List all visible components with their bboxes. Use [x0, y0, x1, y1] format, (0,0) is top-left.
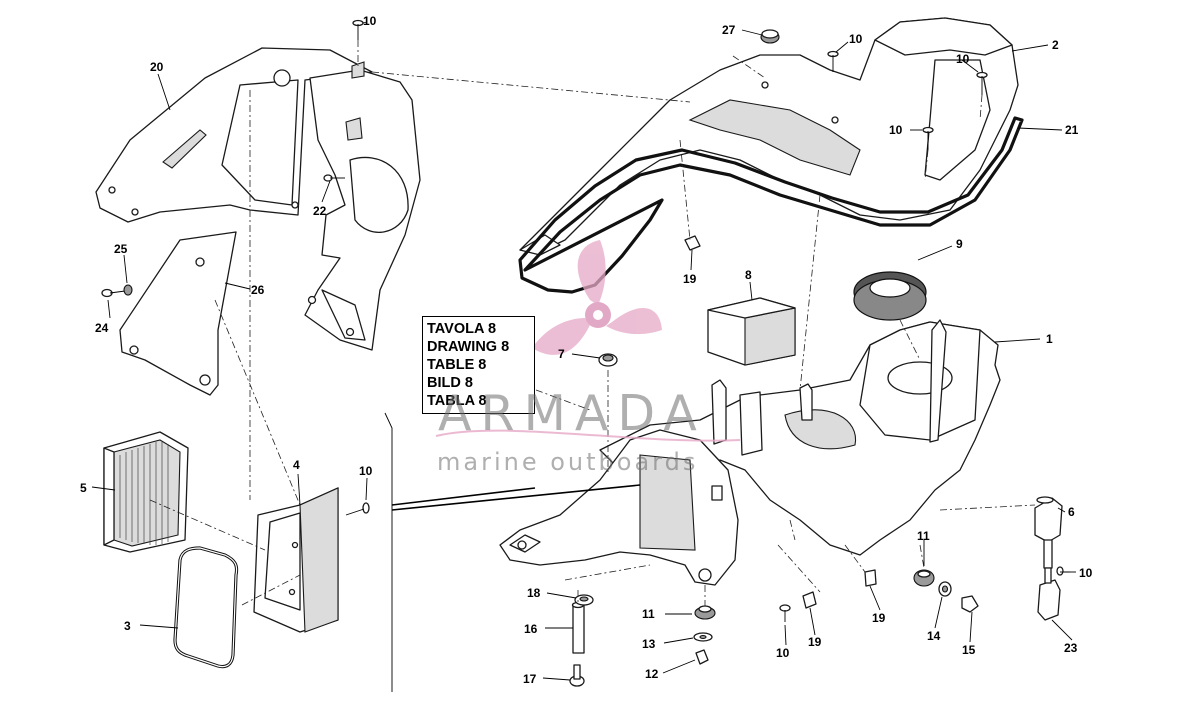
side-panel-part-20 [95, 47, 373, 223]
callout-24: 24 [95, 321, 109, 335]
callout-16: 16 [524, 622, 538, 636]
callout-10c: 10 [956, 52, 970, 66]
inner-panel-part [304, 61, 421, 351]
callout-12: 12 [645, 667, 659, 681]
clip-part-19-top [684, 235, 701, 251]
reference-line-italian: TAVOLA 8 [427, 321, 497, 337]
callout-14: 14 [927, 629, 941, 643]
watermark-swoosh [435, 429, 741, 442]
reference-line-german: BILD 8 [427, 375, 473, 391]
filter-frame-part-4 [253, 487, 339, 633]
sensor-part-23 [1037, 567, 1061, 621]
callout-9: 9 [956, 237, 963, 251]
callout-10g: 10 [1079, 566, 1093, 580]
callout-10f: 10 [776, 646, 790, 660]
gasket-part-21 [518, 116, 1024, 294]
callout-18: 18 [527, 586, 541, 600]
plug-part-27 [760, 29, 780, 44]
hardware-parts [101, 19, 1070, 687]
airbox-body-part-1 [599, 319, 1001, 556]
screw-part-10-bottom [779, 604, 791, 622]
screw-part-10-top [352, 19, 364, 40]
callout-20: 20 [150, 60, 164, 74]
assembly-lines [149, 40, 1036, 606]
callout-10b: 10 [849, 32, 863, 46]
callout-7: 7 [558, 347, 565, 361]
grommet-part-11-right [913, 569, 935, 587]
callout-17: 17 [523, 672, 537, 686]
screw-part-10-right [976, 71, 988, 95]
lower-duct-part [499, 429, 739, 586]
sensor-part-6 [1034, 496, 1063, 569]
callout-25: 25 [114, 242, 128, 256]
callout-23: 23 [1064, 641, 1078, 655]
callout-11b: 11 [642, 607, 655, 621]
callout-6: 6 [1068, 505, 1075, 519]
grommet-part-11-left [694, 605, 716, 620]
callout-1: 1 [1046, 332, 1053, 346]
bolt-part-15 [961, 595, 979, 613]
callout-19c: 19 [872, 611, 886, 625]
callout-10d: 10 [889, 123, 903, 137]
watermark-brand-word: ARMADA [438, 385, 706, 442]
callout-10a: 10 [363, 14, 377, 28]
callout-27: 27 [722, 23, 736, 37]
screw-part-10-cover [827, 50, 839, 72]
callout-10e: 10 [359, 464, 373, 478]
clip-part-19-bottom [802, 591, 817, 609]
callout-19b: 19 [808, 635, 822, 649]
callout-2: 2 [1052, 38, 1059, 52]
foam-block-part-8 [707, 297, 796, 366]
reference-line-spanish: TABLA 8 [427, 393, 487, 409]
gasket-part-3 [173, 546, 239, 669]
callout-19a: 19 [683, 272, 697, 286]
screw-part-22 [323, 174, 345, 182]
lower-panel-part-26 [119, 231, 237, 396]
drawing-reference-box: TAVOLA 8 DRAWING 8 TABLE 8 BILD 8 TABLA … [422, 316, 535, 414]
ring-part-18 [574, 594, 594, 606]
spacer-part-16 [571, 601, 585, 654]
watermark-brand-subtitle: marine outboards [437, 448, 699, 476]
screw-part-12 [695, 649, 709, 665]
callout-15: 15 [962, 643, 976, 657]
air-filter-part-5 [103, 431, 189, 553]
rubber-ring-part-9 [853, 271, 927, 321]
propeller-icon [532, 240, 662, 355]
callout-11a: 11 [917, 529, 930, 543]
screw-part-10-mid [922, 126, 934, 150]
callout-26: 26 [251, 283, 265, 297]
clip-part-19-right [864, 569, 877, 587]
callout-13: 13 [642, 637, 656, 651]
bolt-part-17 [569, 664, 585, 687]
callout-5: 5 [80, 481, 87, 495]
callout-21: 21 [1065, 123, 1079, 137]
callout-22: 22 [313, 204, 327, 218]
washer-part-14 [938, 581, 952, 597]
screw-part-10-sensor [1056, 566, 1070, 576]
screw-part-24 [101, 288, 126, 298]
reference-line-french: TABLE 8 [427, 357, 487, 373]
callout-4: 4 [293, 458, 300, 472]
callout-8: 8 [745, 268, 752, 282]
washer-part-25 [123, 284, 133, 296]
clip-part-7 [598, 353, 618, 367]
screw-part-10-frame [345, 502, 370, 516]
callout-labels: 1 2 3 4 5 6 7 8 9 10 10 10 10 10 10 10 1… [80, 14, 1093, 686]
leader-lines [91, 21, 1076, 692]
callout-3: 3 [124, 619, 131, 633]
top-cover-part-2 [519, 17, 1019, 256]
washer-part-13 [693, 632, 713, 642]
reference-line-english-drawing: DRAWING 8 [427, 339, 510, 355]
